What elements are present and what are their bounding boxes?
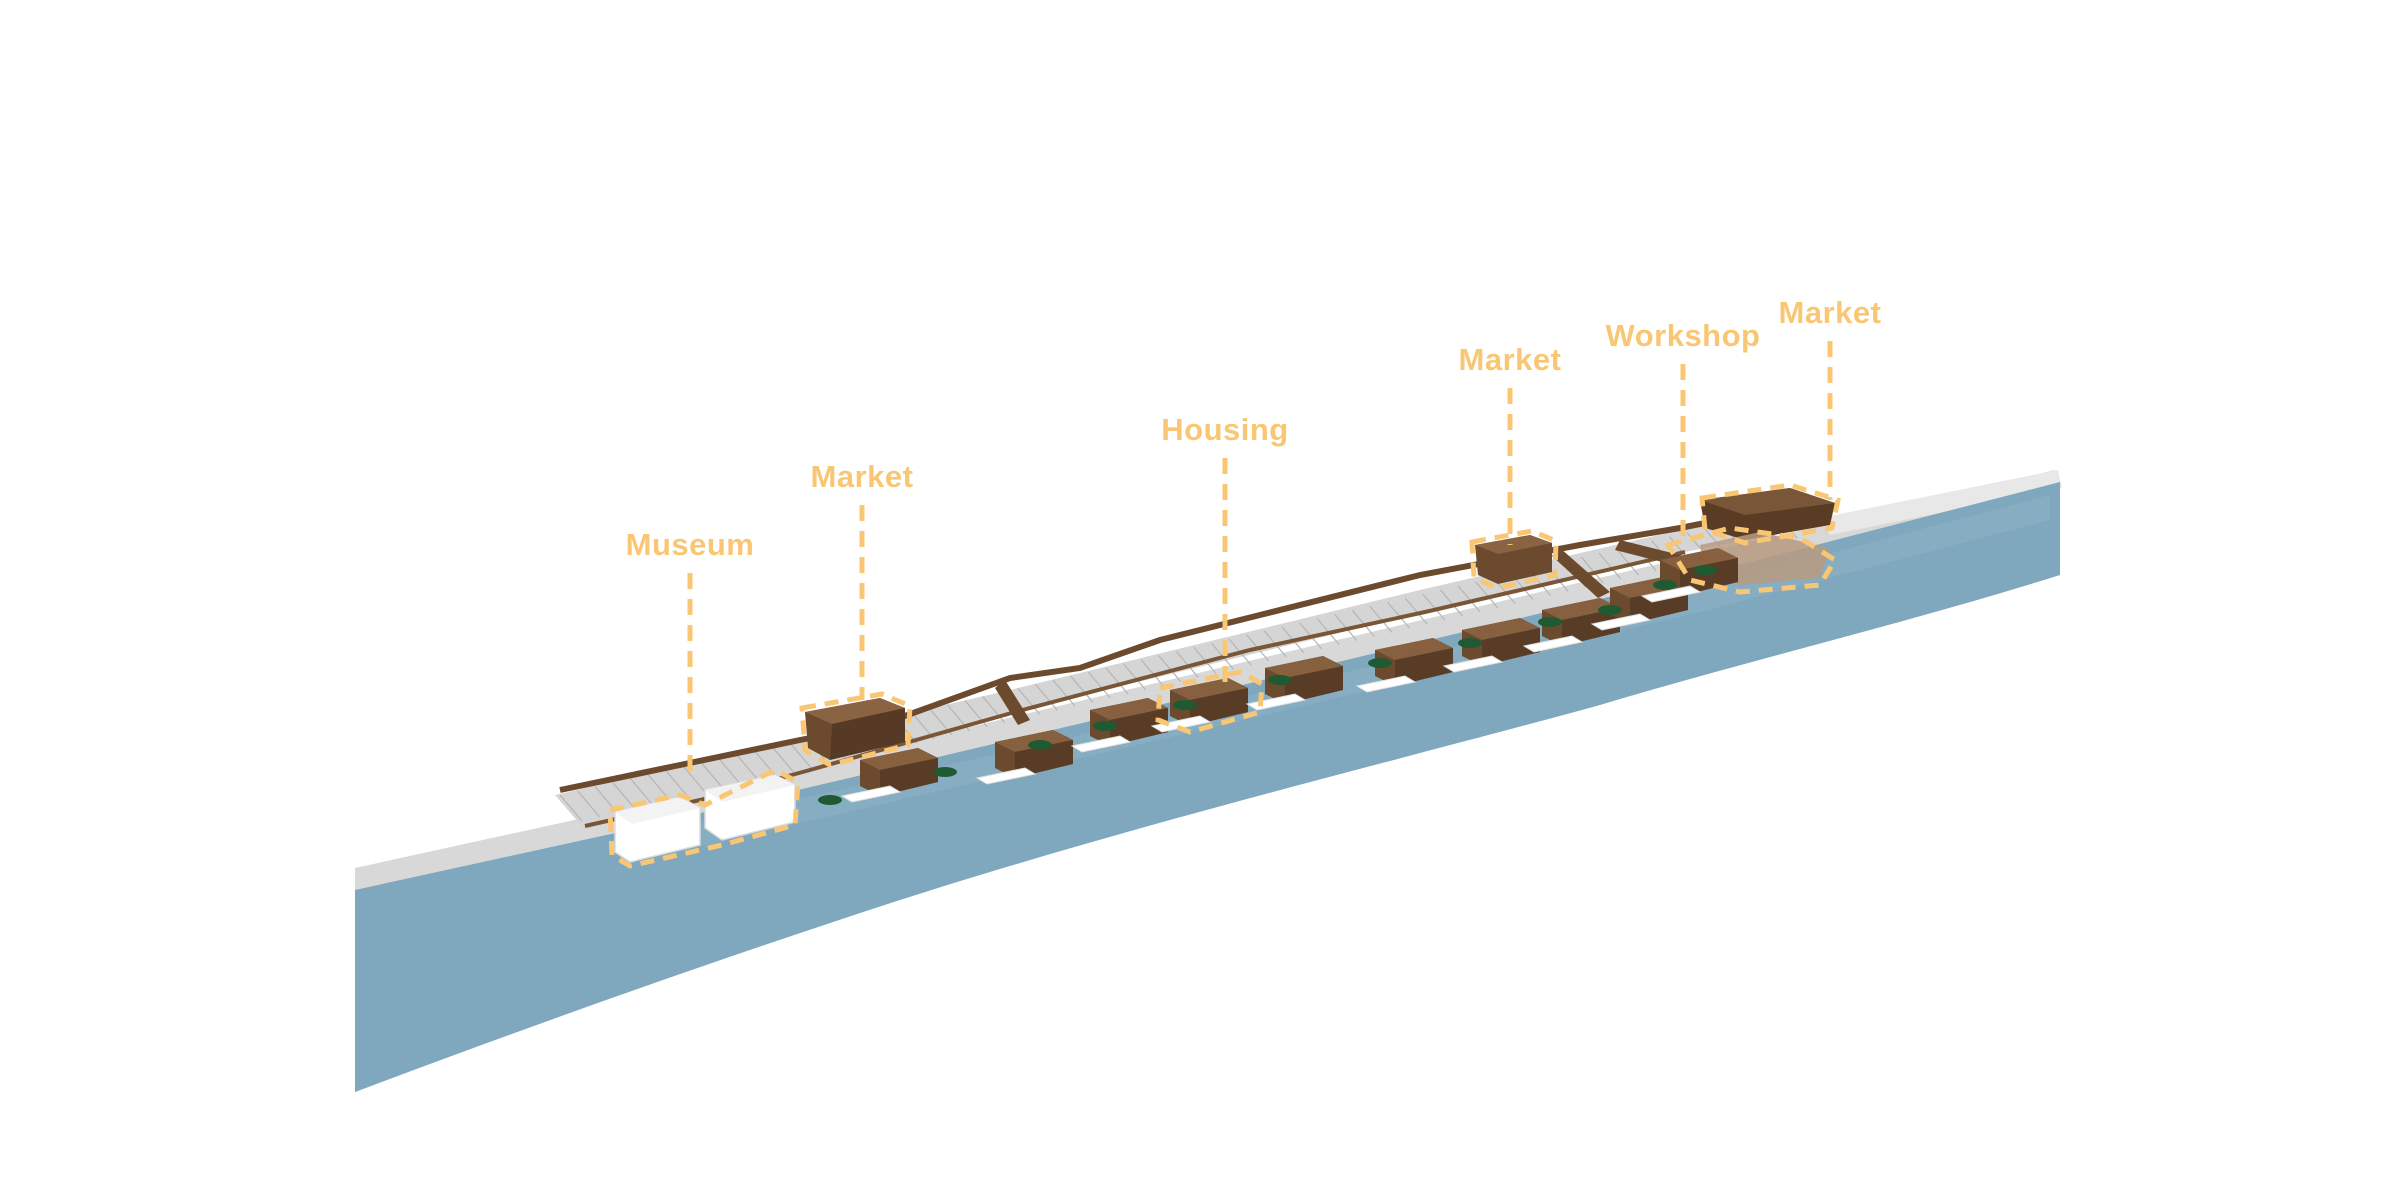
leader-lines: [687, 341, 1833, 780]
walkway-hatch: [1616, 548, 1639, 576]
pedestrian-bridge: [1552, 548, 1610, 598]
market-hall-2: [1475, 535, 1552, 584]
workshop-outline: [1664, 525, 1839, 595]
walkway-hatch: [1387, 601, 1411, 629]
greenery-pad: [1173, 700, 1197, 710]
greenery-pad: [1653, 580, 1677, 590]
label-market-3: Market: [1779, 295, 1882, 330]
walkway-hatch: [612, 782, 636, 810]
walkway-hatch: [1034, 683, 1058, 711]
housing-unit: [1070, 698, 1168, 753]
label-housing: Housing: [1161, 412, 1289, 447]
walkway-hatch: [1475, 581, 1499, 609]
walkway-hatch: [559, 794, 583, 822]
walkway-hatch: [700, 761, 724, 789]
market-3-outline: [1699, 482, 1841, 546]
walkway-hatch: [1580, 556, 1604, 584]
walkway-hatch: [982, 696, 1006, 723]
boardwalk-rail: [559, 505, 1781, 793]
walkway-hatch: [577, 790, 601, 818]
walkway-hatch: [665, 770, 689, 797]
label-market-2: Market: [1459, 342, 1562, 377]
label-workshop: Workshop: [1606, 318, 1761, 353]
walkway-hatch: [1087, 671, 1111, 699]
greenery-pad: [1268, 675, 1292, 685]
walkway-hatch: [1175, 651, 1199, 678]
greenery-pad: [1368, 658, 1392, 668]
greenery-pad: [1458, 638, 1482, 648]
river: [355, 482, 2060, 1092]
market-1-outline: [799, 691, 913, 768]
walkway-hatch: [1052, 679, 1076, 707]
walkway-hatch: [1158, 655, 1182, 682]
river-bank-far: [1820, 470, 2062, 535]
housing-unit: [1355, 638, 1453, 693]
greenery-pad: [1538, 617, 1562, 627]
housing-outline: [1155, 669, 1265, 735]
market-2-outline: [1469, 528, 1559, 591]
housing-unit: [1442, 618, 1540, 673]
callout-outlines: [607, 482, 1841, 869]
walkway-hatch: [735, 753, 759, 781]
walkway-hatch: [1070, 675, 1094, 703]
walkway-hatch: [1017, 687, 1041, 715]
greenery-pad: [1598, 605, 1622, 615]
label-museum: Museum: [626, 527, 755, 562]
walkway-hatch: [718, 757, 741, 785]
greenery-pads: [818, 565, 1717, 805]
walkway-hatch: [1404, 597, 1428, 625]
greenery-pad: [1093, 721, 1117, 731]
walkway-hatch: [1598, 552, 1622, 580]
market-hall-1: [805, 698, 905, 760]
pedestrian-bridge: [995, 680, 1030, 725]
walkway-hatch: [629, 778, 653, 805]
housing-unit: [1245, 656, 1343, 711]
housing-unit: [840, 748, 938, 803]
walkway-hatch: [1457, 585, 1481, 613]
walkway-hatch: [788, 741, 812, 769]
walkway-hatch: [1369, 605, 1393, 633]
walkway-hatch: [1439, 589, 1463, 617]
greenery-pad: [1028, 740, 1052, 750]
walkway-hatch: [1422, 593, 1446, 621]
museum-outline: [607, 767, 801, 869]
walkway-hatch: [1140, 659, 1164, 687]
walkway-hatch: [682, 765, 706, 793]
greenery-pad: [818, 795, 842, 805]
greenery-pad: [933, 767, 957, 777]
walkway-hatch: [1105, 667, 1129, 695]
walkway-hatch: [1123, 663, 1146, 691]
greenery-pad: [1693, 565, 1717, 575]
label-market-1: Market: [811, 459, 914, 494]
walkway-hatch: [770, 745, 794, 773]
housing-unit: [1150, 678, 1248, 733]
